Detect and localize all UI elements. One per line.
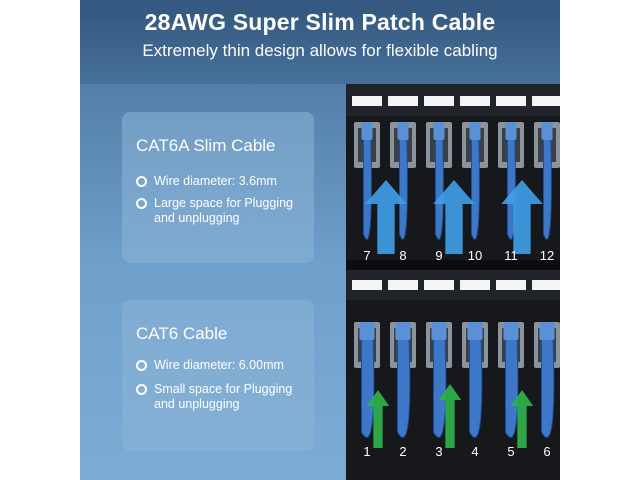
- top-patch-cable: [363, 123, 372, 240]
- bottom-cable-boot: [539, 322, 555, 340]
- bottom-patch-cable: [397, 323, 411, 438]
- bottom-patch-cable: [541, 323, 555, 438]
- top-up-arrow-icon: [365, 180, 407, 254]
- slim-bullet-diameter-text: Wire diameter: 3.6mm: [154, 174, 277, 188]
- bottom-port-number: 6: [543, 444, 550, 459]
- panel-divider: [346, 260, 560, 270]
- top-up-arrow-icon: [501, 180, 543, 254]
- top-patch-cable: [471, 123, 480, 240]
- bottom-port-number: 2: [399, 444, 406, 459]
- bottom-up-arrow-icon: [438, 384, 462, 448]
- top-cable-boot: [361, 122, 373, 140]
- cat6-bullet-diameter-text: Wire diameter: 6.00mm: [154, 358, 284, 372]
- top-patch-cable: [543, 123, 552, 240]
- top-patch-cable: [399, 123, 408, 240]
- cat6-bullet-space: Small space for Plugging and unplugging: [136, 382, 308, 412]
- top-patch-cable: [435, 123, 444, 240]
- top-up-arrow-icon: [433, 180, 475, 254]
- top-port-label-card: [388, 96, 418, 106]
- slim-bullet-space-text: Large space for Plugging and unplugging: [154, 196, 293, 225]
- slim-bullet-space: Large space for Plugging and unplugging: [136, 196, 308, 226]
- subheadline: Extremely thin design allows for flexibl…: [142, 41, 498, 60]
- headline: 28AWG Super Slim Patch Cable: [144, 9, 496, 35]
- top-cable-boot: [505, 122, 517, 140]
- top-cable-boot: [469, 122, 481, 140]
- top-port-number: 10: [468, 248, 482, 263]
- bottom-port-label-card: [352, 280, 382, 290]
- product-banner: 28AWG Super Slim Patch Cable Extremely t…: [80, 0, 560, 480]
- bottom-port-number: 3: [435, 444, 442, 459]
- bottom-port-label-card: [460, 280, 490, 290]
- slim-cable-info-box: CAT6A Slim Cable Wire diameter: 3.6mm La…: [122, 112, 314, 263]
- slim-cable-title: CAT6A Slim Cable: [136, 136, 276, 155]
- top-port-label-card: [352, 96, 382, 106]
- bottom-cable-boot: [359, 322, 375, 340]
- top-port-number: 7: [363, 248, 370, 263]
- bottom-port-label-card: [388, 280, 418, 290]
- bottom-cable-boot: [431, 322, 447, 340]
- top-port-number: 11: [504, 248, 518, 263]
- slim-bullet-diameter: Wire diameter: 3.6mm: [136, 174, 308, 189]
- top-port-label-card: [424, 96, 454, 106]
- bottom-cable-boot: [395, 322, 411, 340]
- bottom-cable-boot: [503, 322, 519, 340]
- bottom-port-label-card: [424, 280, 454, 290]
- bottom-patch-cable: [469, 323, 483, 438]
- bottom-port-number: 5: [507, 444, 514, 459]
- circle-outline-icon: [136, 198, 147, 209]
- top-port-label-card: [496, 96, 526, 106]
- cat6-bullet-diameter: Wire diameter: 6.00mm: [136, 358, 308, 373]
- top-cable-boot: [541, 122, 553, 140]
- top-cable-boot: [433, 122, 445, 140]
- bottom-patch-cable: [505, 323, 519, 438]
- circle-outline-icon: [136, 384, 147, 395]
- bottom-patch-cable: [361, 323, 375, 438]
- top-cable-boot: [397, 122, 409, 140]
- bottom-up-arrow-icon: [366, 390, 390, 448]
- top-port-number: 9: [435, 248, 442, 263]
- top-port-number: 12: [540, 248, 554, 263]
- top-port-label-card: [460, 96, 490, 106]
- circle-outline-icon: [136, 360, 147, 371]
- top-port-number: 8: [399, 248, 406, 263]
- cat6-cable-info-box: CAT6 Cable Wire diameter: 6.00mm Small s…: [122, 300, 314, 451]
- bottom-up-arrow-icon: [510, 390, 534, 448]
- header-band: 28AWG Super Slim Patch Cable Extremely t…: [80, 0, 560, 84]
- bottom-port-label-card: [496, 280, 526, 290]
- circle-outline-icon: [136, 176, 147, 187]
- cat6-bullet-space-text: Small space for Plugging and unplugging: [154, 382, 293, 411]
- top-port-label-card: [532, 96, 560, 106]
- bottom-patch-cable: [433, 323, 447, 438]
- bottom-port-number: 4: [471, 444, 478, 459]
- bottom-port-number: 1: [363, 444, 370, 459]
- bottom-port-label-card: [532, 280, 560, 290]
- bottom-cable-boot: [467, 322, 483, 340]
- cat6-cable-title: CAT6 Cable: [136, 324, 228, 343]
